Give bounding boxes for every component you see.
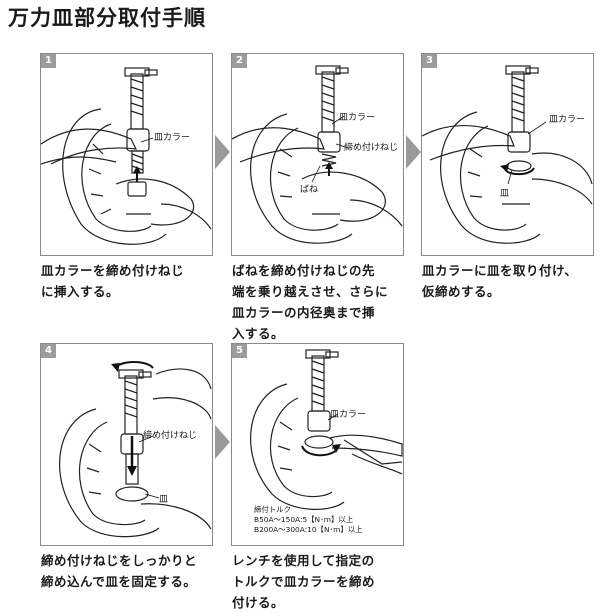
step-5-panel: 5 皿カラー 締付トルク B50A～150A:5【N･m】以上 B200A～30… (231, 343, 404, 546)
step-2-label-collar: 皿カラー (339, 113, 376, 123)
step-5-caption: レンチを使用して指定の トルクで皿カラーを締め 付ける。 (232, 550, 375, 613)
torque-spec-large: B200A～300A:10【N･m】以上 (254, 525, 363, 534)
caption-line: 端を乗り越えさせ、さらに (232, 284, 389, 299)
step-4-label-disc: 皿 (159, 495, 169, 505)
step-2-label-screw: 締め付けねじ (344, 143, 399, 153)
torque-title: 締付トルク (254, 505, 291, 514)
caption-line: 入する。 (232, 326, 285, 341)
caption-line: 皿カラーの内径奥まで挿 (232, 305, 376, 320)
step-arrow (215, 425, 230, 459)
step-3-label-collar: 皿カラー (549, 115, 586, 125)
caption-line: に挿入する。 (41, 284, 120, 299)
step-number: 3 (422, 54, 437, 68)
step-2-illustration (232, 65, 403, 244)
step-3-caption: 皿カラーに皿を取り付け、 仮締めする。 (422, 260, 577, 302)
step-3-panel: 3 皿カラー 皿 (421, 53, 594, 256)
step-2-caption: ばねを締め付けねじの先 端を乗り越えさせ、さらに 皿カラーの内径奥まで挿 入する… (232, 260, 388, 344)
step-number: 1 (41, 54, 56, 68)
torque-spec-small: B50A～150A:5【N･m】以上 (254, 515, 354, 524)
caption-line: 締め込んで皿を固定する。 (41, 574, 197, 589)
caption-line: トルクで皿カラーを締め (232, 574, 376, 589)
step-number: 2 (232, 54, 247, 68)
caption-line: 皿カラーを締め付けねじ (41, 263, 185, 278)
step-number: 4 (41, 344, 56, 358)
caption-line: レンチを使用して指定の (232, 553, 375, 568)
step-5-label-collar: 皿カラー (330, 410, 367, 420)
caption-line: 仮締めする。 (422, 284, 501, 299)
caption-line: 付ける。 (232, 595, 285, 610)
page-title: 万力皿部分取付手順 (8, 6, 206, 30)
step-4-label-screw: 締め付けねじ (143, 431, 198, 441)
step-3-illustration (422, 65, 593, 244)
step-4-panel: 4 締め付けねじ 皿 (40, 343, 213, 546)
step-1-panel: 1 皿カラー (40, 53, 213, 256)
step-3-label-disc: 皿 (500, 189, 510, 199)
step-1-label-collar: 皿カラー (154, 133, 191, 143)
step-2-label-spring: ばね (300, 185, 319, 195)
caption-line: 締め付けねじをしっかりと (41, 553, 198, 568)
step-arrow (215, 135, 230, 169)
step-5-illustration (250, 349, 403, 510)
step-2-panel: 2 皿カラー 締め付けねじ ばね (231, 53, 404, 256)
step-4-illustration (59, 361, 212, 538)
caption-line: ばねを締め付けねじの先 (232, 263, 376, 278)
step-arrow (406, 135, 421, 169)
step-number: 5 (232, 344, 247, 358)
step-1-caption: 皿カラーを締め付けねじ に挿入する。 (41, 260, 184, 302)
step-1-illustration (41, 67, 212, 245)
step-4-caption: 締め付けねじをしっかりと 締め込んで皿を固定する。 (41, 550, 197, 592)
caption-line: 皿カラーに皿を取り付け、 (422, 263, 578, 278)
